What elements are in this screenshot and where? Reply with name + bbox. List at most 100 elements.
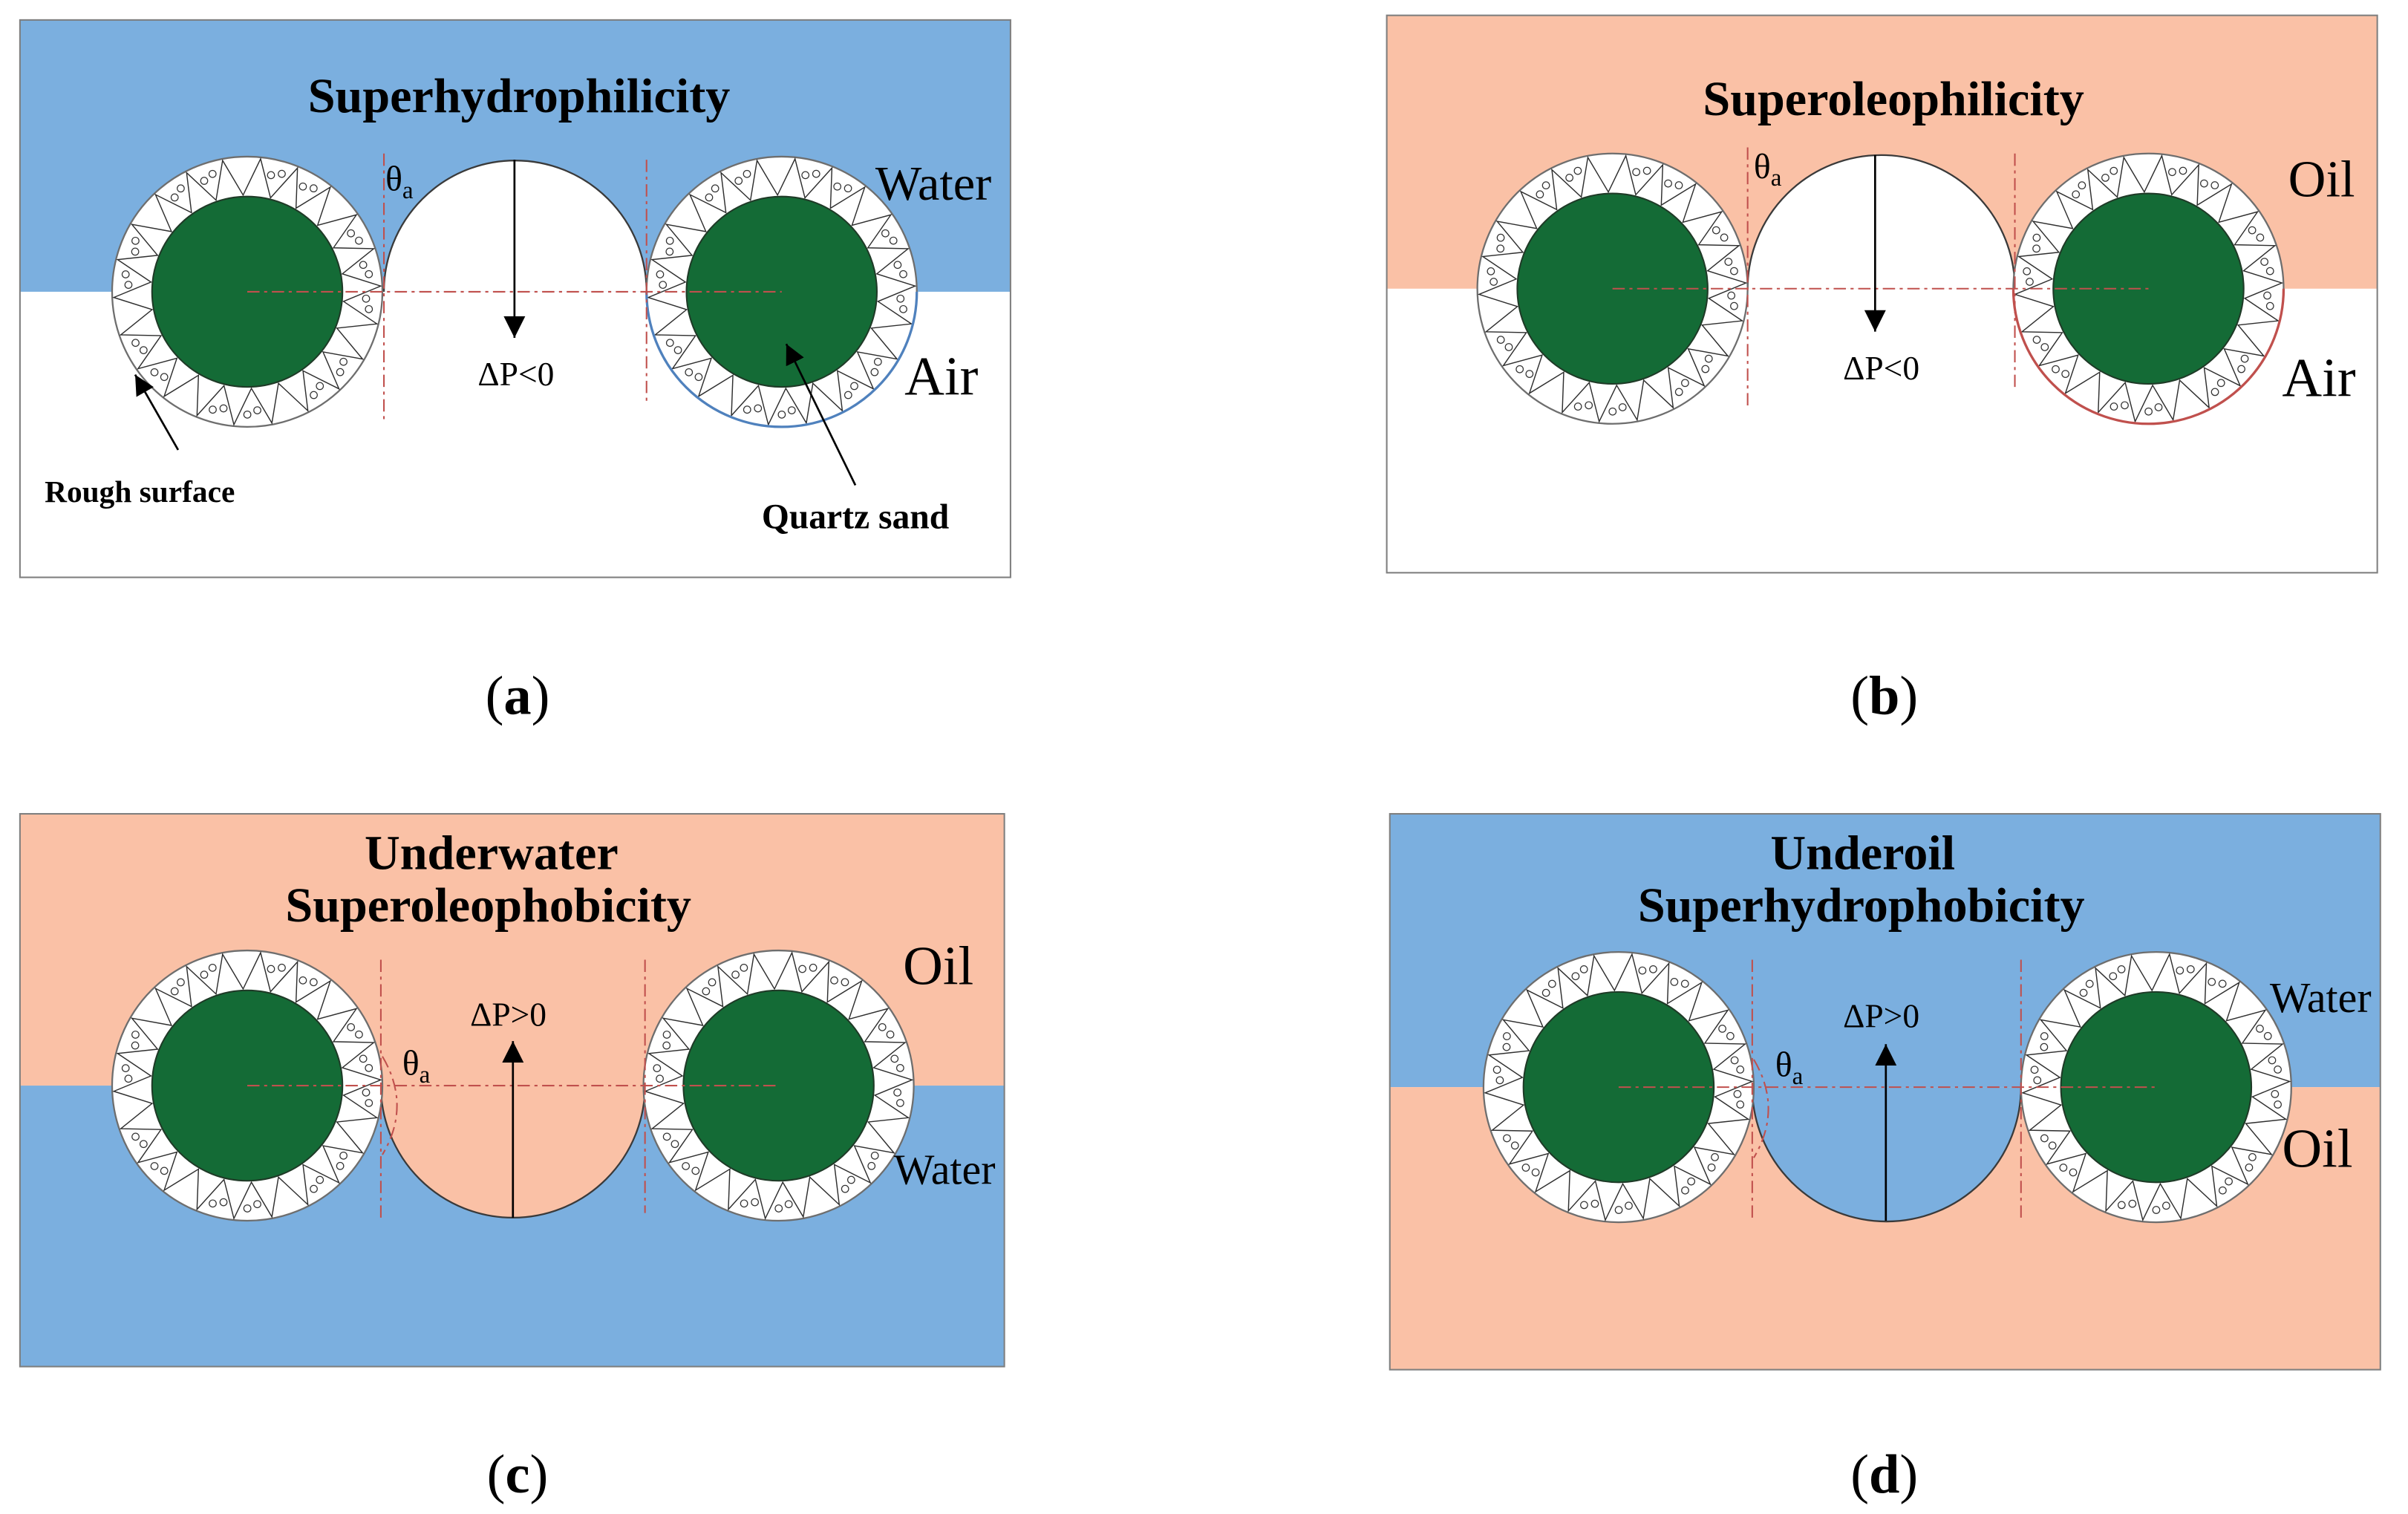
rough-surface-pore	[844, 391, 852, 399]
rough-surface-pore	[2117, 965, 2126, 973]
rough-surface-pore	[2263, 291, 2271, 300]
rough-surface-pore	[2274, 1066, 2282, 1074]
panel-title-line-2: Superhydrophobicity	[1638, 878, 2085, 933]
rough-surface-pore	[316, 382, 324, 391]
caption-open-paren: (	[487, 1444, 506, 1505]
rough-surface-pore	[895, 1063, 904, 1072]
rough-surface-pore	[309, 978, 318, 987]
rough-surface-pore	[1503, 1134, 1511, 1143]
panel-d: Underoil Superhydrophobicity Water Oil Δ…	[1389, 812, 2381, 1371]
guide-lines	[1612, 147, 2149, 408]
rough-surface-pore	[2260, 258, 2268, 266]
rough-surface-pore	[2265, 301, 2274, 310]
rough-surface-pore	[1632, 168, 1641, 177]
rough-surface-pore	[362, 1088, 371, 1097]
panel-title-line-1: Underoil	[1770, 826, 1955, 880]
rough-surface-pore	[1712, 226, 1720, 235]
rough-surface-pore	[2101, 174, 2110, 182]
caption-close-paren: )	[1899, 1444, 1918, 1505]
contact-angle-label: θa	[1754, 148, 1782, 192]
rough-surface-pore	[1536, 190, 1544, 199]
rough-surface-pore	[177, 184, 185, 193]
rough-surface-pore	[1649, 965, 1657, 973]
rough-surface-pore	[867, 1161, 876, 1170]
rough-surface-pore	[336, 368, 345, 376]
caption-open-paren: (	[1850, 666, 1869, 727]
rough-surface-pore	[2128, 1199, 2137, 1208]
rough-surface-pore	[777, 410, 786, 419]
rough-surface-pore	[2032, 336, 2041, 344]
rough-surface-pore	[339, 1151, 348, 1160]
rough-surface-pore	[1573, 166, 1582, 175]
rough-surface-pore	[1680, 979, 1689, 988]
rough-surface-pore	[253, 406, 261, 414]
rough-surface-pore	[1730, 267, 1738, 275]
rough-surface-pore	[2069, 1168, 2078, 1177]
rough-surface-pore	[1711, 1153, 1719, 1161]
rough-surface-pore	[1585, 401, 1593, 410]
caption-letter: d	[1869, 1444, 1899, 1505]
rough-surface-pore	[1502, 1032, 1511, 1040]
rough-surface-pore	[1565, 174, 1574, 182]
caption-close-paren: )	[530, 1444, 549, 1505]
rough-surface-pore	[365, 1063, 373, 1072]
rough-surface-pore	[2032, 244, 2040, 253]
rough-surface-pore	[1625, 1201, 1633, 1210]
rough-surface-pore	[177, 978, 185, 987]
rough-surface-pore	[121, 1064, 130, 1073]
rough-surface-pore	[734, 177, 743, 185]
rough-surface-pore	[2263, 1031, 2272, 1040]
rough-surface-pore	[365, 304, 373, 313]
panel-caption-b: (b)	[1850, 666, 1918, 727]
rough-surface-pore	[705, 193, 714, 202]
rough-surface-pore	[801, 171, 810, 180]
rough-surface-pore	[365, 1099, 373, 1107]
rough-surface-pore	[2040, 1134, 2049, 1143]
rough-surface-asperities	[643, 950, 914, 1221]
water-film-outline	[645, 291, 919, 428]
rough-surface-pore	[1618, 403, 1627, 411]
rough-surface-pore	[2110, 402, 2118, 411]
rough-surface-pore	[1510, 1141, 1519, 1150]
rough-surface-pore	[2048, 1141, 2057, 1150]
rough-surface-pore	[2216, 379, 2225, 388]
rough-surface-pore	[170, 987, 179, 996]
rough-surface-pore	[2245, 1163, 2254, 1172]
rough-surface-pore	[662, 1132, 671, 1141]
panel-border	[1389, 812, 2381, 1371]
rough-surface-pore	[1541, 181, 1550, 190]
rough-surface-pore	[339, 357, 348, 366]
panel-caption-c: (c)	[487, 1444, 549, 1505]
rough-surface-pore	[131, 339, 140, 347]
rough-surface-pore	[870, 1151, 879, 1160]
caption-close-paren: )	[1899, 666, 1918, 727]
quartz-sand-grain-right	[2020, 950, 2292, 1224]
rough-surface-pore	[2061, 370, 2070, 378]
rough-surface-pore	[1571, 972, 1580, 981]
lower-phase-label: Air	[904, 346, 978, 407]
rough-surface-pore	[124, 1074, 133, 1083]
rough-surface-pore	[1730, 1056, 1739, 1065]
rough-surface-pore	[2225, 1177, 2233, 1186]
rough-surface-pore	[160, 373, 169, 382]
rough-surface-pore	[2265, 267, 2274, 275]
rough-surface-pore	[2179, 166, 2187, 175]
rough-surface-pore	[131, 1031, 140, 1039]
upper-phase-label: Oil	[903, 936, 973, 997]
rough-surface-pore	[1496, 336, 1505, 344]
rough-surface-pore	[1547, 979, 1556, 988]
rough-surface-pore	[1664, 179, 1672, 188]
rough-surface-pore	[2256, 1025, 2264, 1033]
panel-title: Superhydrophilicity	[308, 69, 731, 123]
rough-surface-pore	[1590, 1199, 1599, 1208]
quartz-sand-label: Quartz sand	[762, 497, 949, 536]
panel-c: Underwater Superoleophobicity Oil Water …	[19, 812, 1005, 1368]
panel-caption-a: (a)	[486, 666, 550, 727]
rough-surface-pore	[1736, 1100, 1745, 1109]
rough-surface-asperities	[2020, 952, 2291, 1222]
rough-surface-pore	[200, 970, 209, 979]
rough-surface-pore	[1496, 244, 1505, 253]
rough-surface-pore	[1701, 365, 1710, 373]
rough-surface-pore	[219, 1198, 228, 1207]
rough-surface-pore	[1720, 233, 1729, 242]
